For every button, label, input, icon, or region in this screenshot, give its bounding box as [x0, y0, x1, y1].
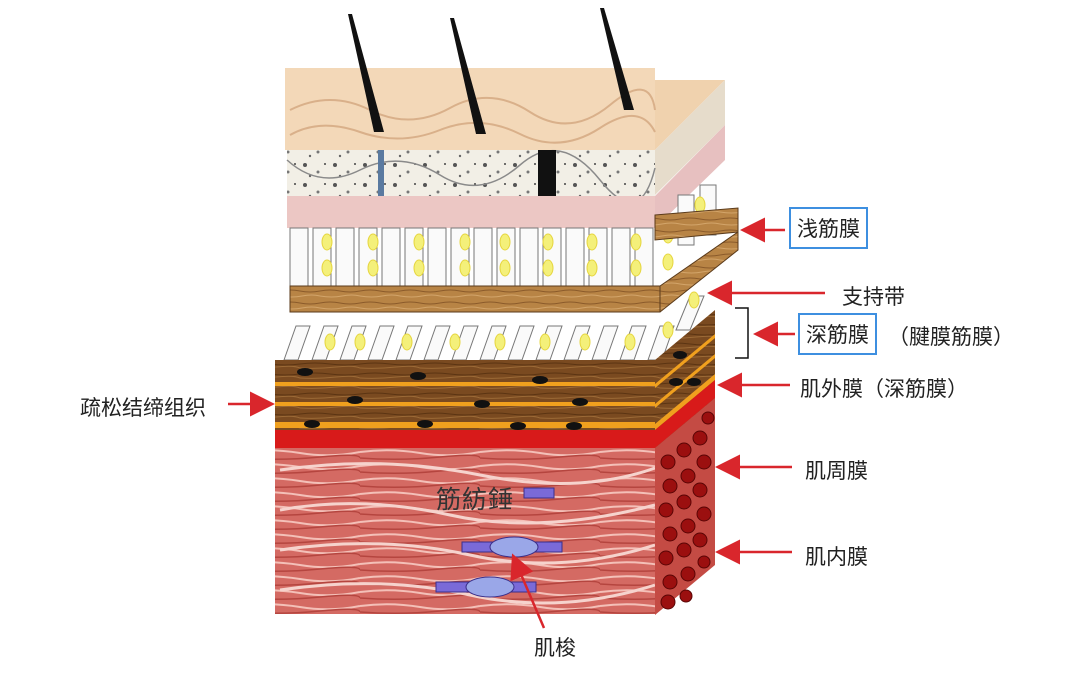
pink-dermis-front [287, 196, 655, 228]
retinaculum-plank [289, 231, 739, 313]
loose-connective-tissue-label: 疏松结缔组织 [80, 396, 206, 420]
muscle-spindle-2 [461, 536, 563, 558]
muscle-spindle-inline-label: 筋紡錘 [436, 485, 515, 514]
arrow-muscle-spindle [510, 553, 546, 629]
deep-fascia-label: 深筋膜 [798, 313, 877, 355]
perimysium-label: 肌周膜 [805, 459, 868, 483]
muscle-spindle-3 [435, 576, 537, 598]
muscle-spindle-label: 肌梭 [534, 636, 576, 660]
orange-band-1 [275, 382, 655, 386]
arrows [228, 217, 825, 629]
muscle-spindle-1 [523, 487, 555, 499]
orange-band-2 [275, 402, 655, 406]
retinaculum-label: 支持带 [842, 285, 905, 309]
epimysium-label: 肌外膜（深筋膜） [800, 377, 968, 401]
hair-follicle [538, 150, 556, 196]
superficial-fascia-label: 浅筋膜 [789, 207, 868, 249]
muscle-spindles [435, 487, 563, 598]
vessel [378, 150, 384, 196]
deep-fascia-bracket [735, 307, 749, 359]
deep-fascia-note: （腱膜筋膜） [888, 325, 1014, 349]
fat-columns [287, 184, 737, 288]
endomysium-label: 肌内膜 [805, 545, 868, 569]
orange-band-3 [275, 422, 655, 428]
hair-3 [600, 8, 634, 110]
hair-1 [348, 14, 384, 132]
dermis-layer [286, 149, 656, 204]
deep-fascia-layers [275, 310, 715, 450]
dermis-front [287, 150, 655, 196]
slanted-columns [280, 291, 720, 362]
skin-side-face [655, 80, 725, 195]
hair-group [348, 8, 634, 134]
hair-2 [450, 18, 486, 134]
red-band [275, 430, 655, 448]
skin-layer [285, 68, 725, 195]
